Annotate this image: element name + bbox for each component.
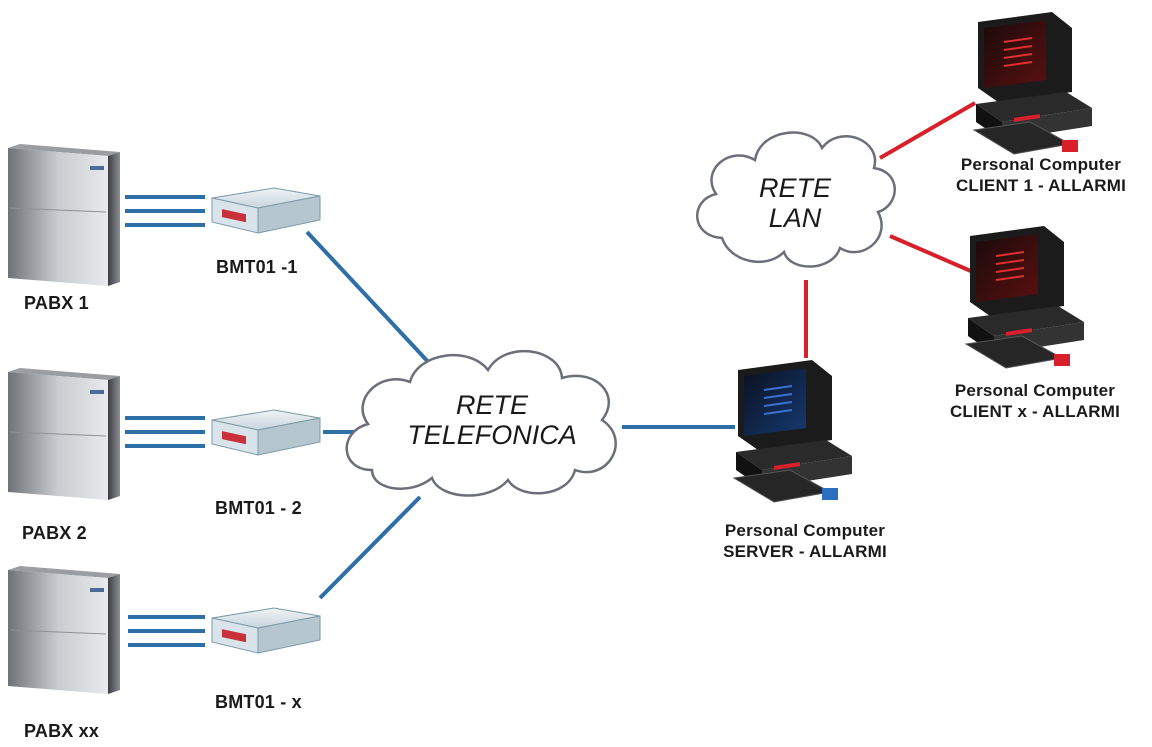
phone-network-cloud-icon [345,349,617,497]
modem-x-label: BMT01 - x [215,692,302,712]
lan-label-line2: LAN [768,203,822,233]
pabx1-cables [125,195,205,227]
lan-label-line1: RETE [758,173,831,203]
client-x-computer-icon [964,226,1084,369]
client-1-label-line1: Personal Computer [960,155,1122,174]
link-lan-cloud-client1 [878,101,977,160]
modem-1-label: BMT01 -1 [216,257,298,277]
modem-2-icon [211,409,321,456]
server-label: Personal Computer SERVER - ALLARMI [690,520,920,562]
link-lan-cloud-clientx [889,234,981,277]
pabx2-cables [125,416,205,448]
link-modemx-phone-cloud [318,495,422,600]
pabx-2-label: PABX 2 [22,523,87,543]
client-1-computer-icon [972,12,1092,155]
lan-label: RETE LAN [740,173,850,233]
client-x-label: Personal Computer CLIENT x - ALLARMI [930,380,1140,422]
phone-network-label-line2: TELEFONICA [407,420,577,450]
server-computer-icon [732,360,852,503]
pabxx-cables [128,615,205,647]
pabx-1-icon [8,144,120,286]
client-1-label-line2: CLIENT 1 - ALLARMI [955,176,1127,195]
server-label-line1: Personal Computer [724,521,886,540]
phone-network-label: RETE TELEFONICA [392,390,592,450]
client-1-label: Personal Computer CLIENT 1 - ALLARMI [936,154,1146,196]
link-modem1-phone-cloud [305,230,434,368]
pabx-1-label: PABX 1 [24,293,89,313]
client-x-label-line2: CLIENT x - ALLARMI [949,402,1121,421]
modem-1-icon [211,187,321,234]
modem-2-label: BMT01 - 2 [215,498,302,518]
phone-network-label-line1: RETE [455,390,528,420]
pabx-xx-label: PABX xx [24,721,100,741]
pabx-2-icon [8,368,120,500]
client-x-label-line1: Personal Computer [954,381,1116,400]
modem-x-icon [211,607,321,654]
server-label-line2: SERVER - ALLARMI [723,542,887,561]
pabx-xx-icon [8,566,120,694]
lan-cloud-icon [696,131,896,268]
links [305,101,981,600]
